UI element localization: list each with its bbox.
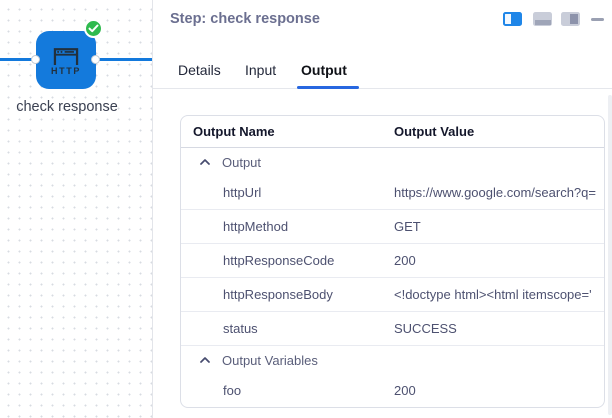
group-row[interactable]: Output: [181, 148, 604, 176]
column-header-output-name: Output Name: [193, 124, 275, 139]
dock-bottom-icon: [534, 20, 551, 25]
table-row: httpResponseCode 200: [181, 243, 604, 277]
minimize-button[interactable]: [591, 18, 604, 21]
check-icon: [88, 24, 99, 33]
output-name-cell: status: [223, 321, 258, 336]
success-check-badge: [84, 19, 103, 38]
tab-input[interactable]: Input: [245, 62, 277, 78]
output-value-cell: SUCCESS: [394, 321, 457, 336]
panel-scrollbar[interactable]: [608, 95, 612, 415]
table-row: httpResponseBody <!doctype html><html ite…: [181, 277, 604, 311]
output-value-cell: https://www.google.com/search?q=: [394, 185, 596, 200]
browser-http-icon: [53, 47, 79, 65]
dock-left-icon: [511, 14, 520, 24]
chevron-up-icon[interactable]: [200, 357, 210, 363]
output-value-cell: 200: [394, 383, 416, 398]
dock-panel-left-button[interactable]: [503, 12, 522, 26]
group-header: Output Variables: [181, 353, 394, 368]
http-step-node[interactable]: HTTP: [36, 31, 96, 89]
output-value-cell: GET: [394, 219, 421, 234]
table-header-row: Output Name Output Value: [181, 116, 604, 148]
output-name-cell: foo: [223, 383, 242, 398]
group-header: Output: [181, 155, 394, 170]
group-label: Output Variables: [222, 352, 318, 368]
output-name-cell: httpMethod: [223, 219, 289, 234]
node-icon-label: HTTP: [51, 65, 81, 76]
chevron-up-icon[interactable]: [200, 159, 210, 165]
output-name-cell: httpResponseCode: [223, 253, 335, 268]
active-tab-indicator: [297, 86, 359, 89]
table-row: foo 200: [181, 374, 604, 407]
tab-details[interactable]: Details: [178, 62, 221, 78]
group-row[interactable]: Output Variables: [181, 345, 604, 374]
tab-bar: Details Input Output: [153, 55, 612, 89]
output-port[interactable]: [91, 55, 100, 64]
output-name-cell: httpUrl: [223, 185, 262, 200]
group-label: Output: [222, 154, 262, 170]
table-row: httpMethod GET: [181, 209, 604, 243]
panel-title: Step: check response: [170, 11, 320, 27]
output-value-cell: <!doctype html><html itemscope=': [394, 287, 592, 302]
node-label: check response: [16, 99, 118, 115]
table-row: status SUCCESS: [181, 311, 604, 345]
output-table-body: Output httpUrl https://www.google.com/sear…: [181, 148, 604, 407]
output-name-cell: httpResponseBody: [223, 287, 333, 302]
dock-right-icon: [570, 14, 578, 24]
column-header-output-value: Output Value: [394, 124, 475, 139]
dock-panel-right-button[interactable]: [561, 12, 580, 26]
panel-divider: [152, 0, 153, 418]
step-details-panel: Step: check response Details Input Outpu…: [153, 0, 612, 418]
table-row: httpUrl https://www.google.com/search?q=: [181, 176, 604, 209]
workflow-canvas[interactable]: HTTP check response: [0, 0, 152, 418]
tab-output[interactable]: Output: [301, 62, 347, 78]
input-port[interactable]: [31, 55, 40, 64]
dock-panel-bottom-button[interactable]: [533, 12, 552, 26]
output-value-cell: 200: [394, 253, 416, 268]
